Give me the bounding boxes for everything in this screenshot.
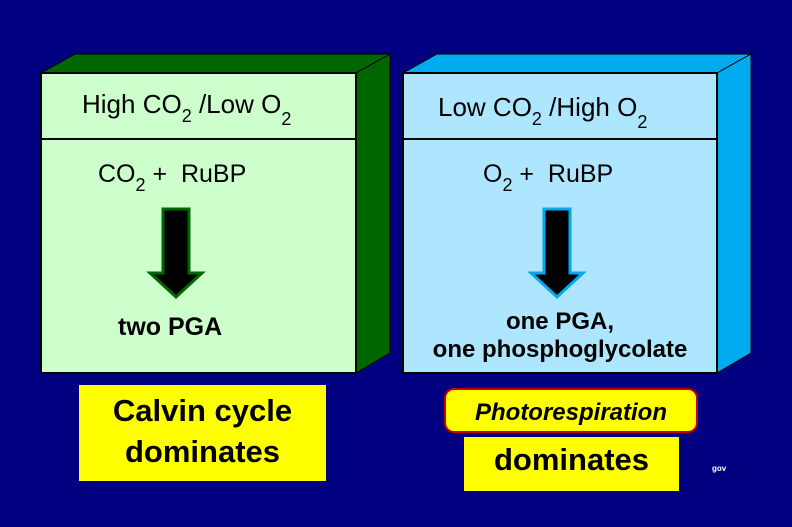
left-title-mid: /Low O [191, 89, 282, 119]
left-reactant-a: CO [98, 160, 136, 188]
right-down-arrow [527, 207, 587, 300]
calvin-cycle-label: Calvin cycle dominates [79, 385, 326, 481]
right-reactant-a: O [483, 160, 503, 188]
right-product-line1: one PGA, [505, 308, 614, 335]
photorespiration-dominates-label: dominates [464, 437, 679, 491]
right-title-mid: /High O [541, 92, 638, 122]
left-title-sub: 2 [181, 106, 192, 126]
right-title-sub: 2 [531, 109, 542, 129]
right-product: one PGA, one phosphoglycolate [404, 308, 716, 364]
calvin-line2: dominates [124, 434, 281, 469]
right-box-top [401, 53, 753, 74]
left-reactant-rest: + RuBP [145, 160, 247, 188]
left-box-side [355, 53, 391, 374]
right-box-title: Low CO2 /High O2 [438, 92, 647, 131]
right-box [401, 53, 753, 374]
photorespiration-label: Photorespiration [444, 388, 698, 433]
left-reactant-a-sub: 2 [135, 175, 146, 195]
left-reactants: CO2 + RuBP [98, 160, 247, 194]
right-box-side [716, 53, 752, 374]
right-reactant-a-sub: 2 [502, 175, 513, 195]
left-down-arrow [146, 207, 206, 300]
left-title-sub2: 2 [281, 109, 292, 129]
calvin-line1: Calvin cycle [112, 393, 293, 428]
left-box-top [39, 53, 392, 74]
left-title-text: High CO [82, 89, 182, 119]
left-box [39, 53, 392, 374]
left-product: two PGA [118, 313, 223, 341]
right-reactants: O2 + RuBP [483, 160, 614, 194]
left-box-front [40, 72, 357, 374]
right-product-line2: one phosphoglycolate [432, 336, 688, 363]
right-title-sub2: 2 [637, 112, 648, 132]
right-title-text: Low CO [438, 92, 532, 122]
right-reactant-rest: + RuBP [512, 160, 614, 188]
gov-mark: gov [712, 464, 727, 473]
left-box-title: High CO2 /Low O2 [82, 89, 291, 128]
